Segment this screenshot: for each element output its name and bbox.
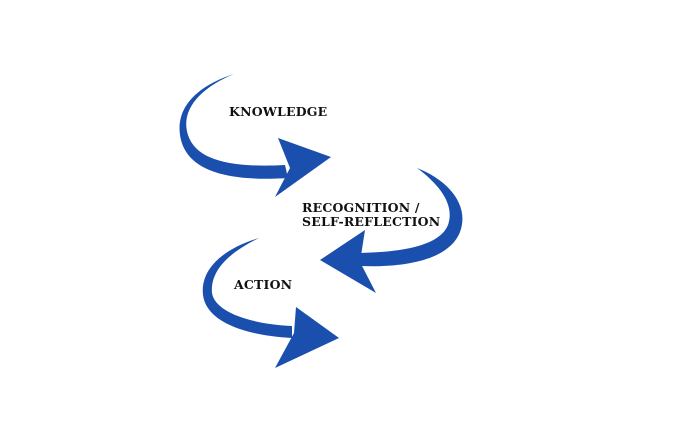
arrow-action-to-knowledge [202,238,339,368]
label-recognition-line1: RECOGNITION / [302,200,420,215]
label-action: ACTION [234,277,293,292]
arrow-knowledge-to-recognition [179,74,331,197]
label-knowledge: KNOWLEDGE [229,104,328,119]
label-recognition-line2: SELF-REFLECTION [302,214,441,229]
arrow-recognition-to-action [320,168,463,293]
